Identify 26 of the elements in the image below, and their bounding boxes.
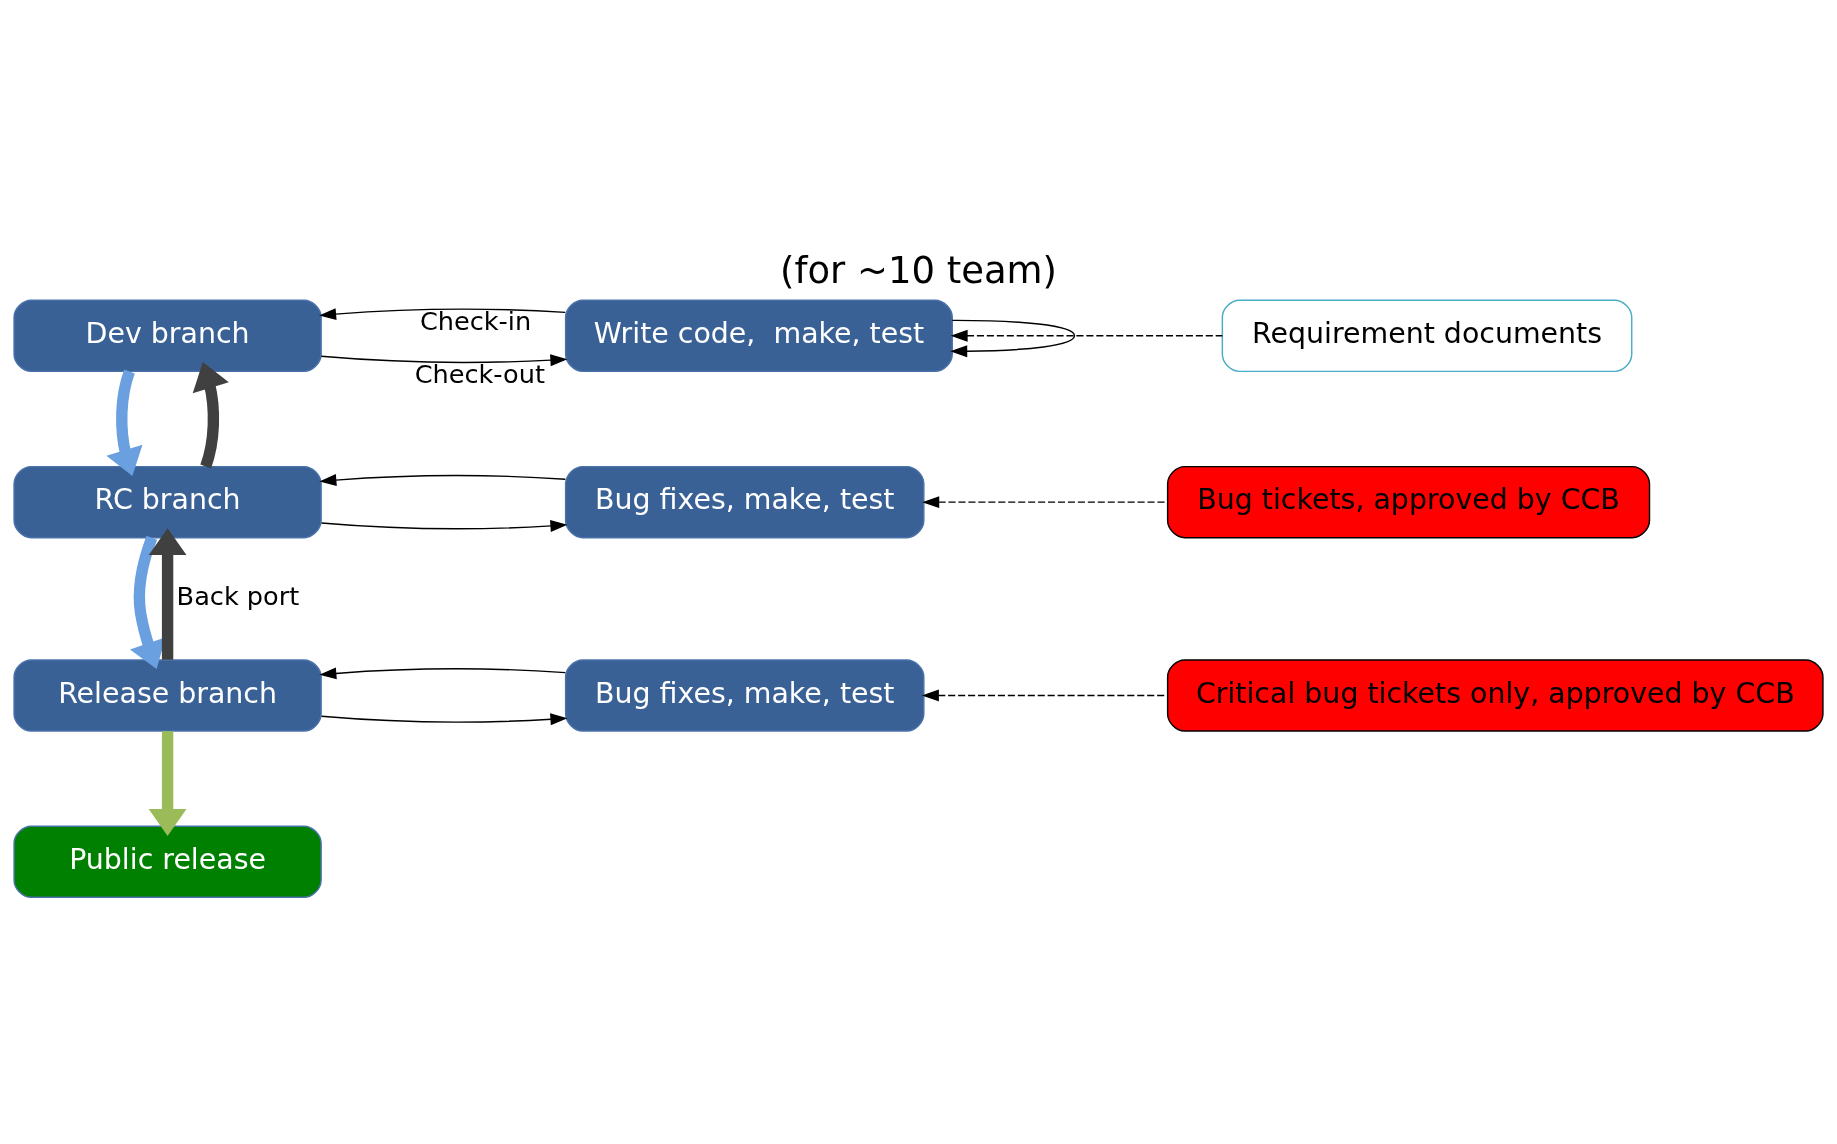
node-box: Bug tickets, approved by CCB (1166, 465, 1651, 538)
arrow (319, 307, 566, 320)
arrow (148, 527, 187, 660)
diagram-title: (for ~10 team) (780, 248, 1057, 292)
node-box: RC branch (13, 465, 322, 538)
arrow (320, 712, 568, 725)
node-box: Release branch (13, 658, 322, 732)
node-box: Requirement documents (1221, 299, 1633, 372)
arrow (106, 369, 143, 476)
node-box: Critical bug tickets only, approved by CCB (1166, 658, 1824, 732)
node-box: Write code, make, test (564, 299, 953, 372)
edge-label: Check-out (414, 358, 545, 389)
node-box: Public release (13, 825, 322, 898)
arrow (950, 329, 1223, 342)
edge-label: Check-in (419, 305, 532, 336)
arrow (319, 473, 567, 486)
node-box: Bug fixes, make, test (564, 658, 925, 732)
node-box: Dev branch (13, 299, 322, 372)
arrow (192, 361, 229, 468)
arrow (320, 519, 568, 532)
arrow (320, 353, 568, 366)
arrow (148, 730, 187, 836)
node-box: Bug fixes, make, test (564, 465, 925, 538)
arrow (950, 319, 1076, 357)
arrow (319, 666, 567, 679)
edge-label: Back port (176, 580, 300, 611)
